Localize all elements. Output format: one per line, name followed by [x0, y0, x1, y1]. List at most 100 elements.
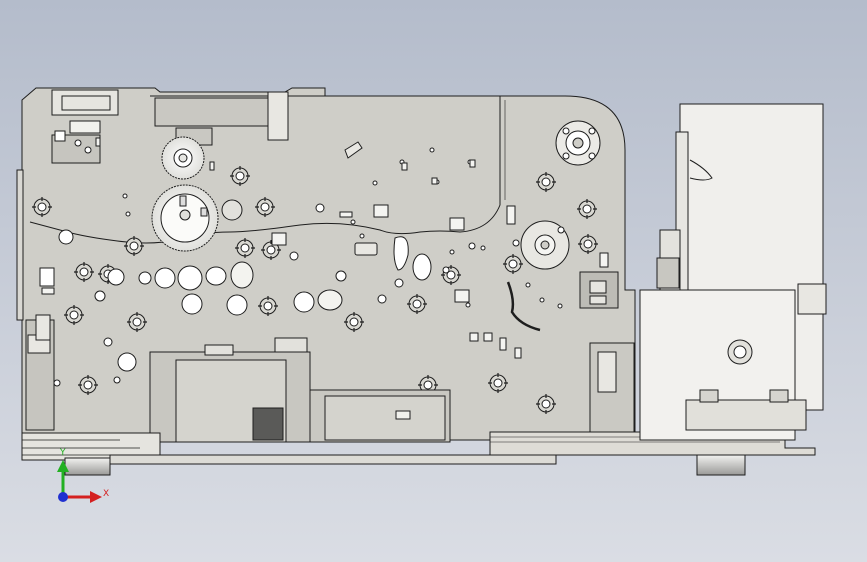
fastener-hole [423, 380, 433, 390]
fastener [127, 312, 147, 332]
hole [335, 270, 347, 282]
fastener-lugs [230, 166, 250, 186]
fastener-lugs [124, 236, 144, 256]
hole [289, 251, 299, 261]
slot [401, 162, 408, 171]
fastener-lugs [78, 375, 98, 395]
gears [151, 136, 570, 270]
fastener-lugs [74, 262, 94, 282]
fastener-lugs [503, 254, 523, 274]
slot [431, 177, 438, 185]
hole [442, 266, 450, 274]
slot [483, 332, 493, 342]
hole [138, 271, 152, 285]
slot [499, 337, 507, 351]
x-axis-arrowhead [90, 491, 102, 503]
slot [469, 159, 476, 168]
fastener-hole [263, 301, 273, 311]
fastener [578, 234, 598, 254]
hole [113, 376, 121, 384]
hole [58, 229, 74, 245]
slot [95, 137, 101, 147]
fastener-lugs [488, 373, 508, 393]
fastener-lugs [441, 265, 461, 285]
fastener-lugs [577, 199, 597, 219]
fastener-hole [583, 239, 593, 249]
slot [373, 204, 389, 218]
hole [103, 337, 113, 347]
fastener-lugs [258, 296, 278, 316]
hole [512, 239, 520, 247]
hole [539, 297, 545, 303]
fastener [230, 166, 250, 186]
fastener-hole [508, 259, 518, 269]
fastener-hole [37, 202, 47, 212]
fastener-lugs [32, 197, 52, 217]
fastener [32, 197, 52, 217]
fastener [503, 254, 523, 274]
fastener [78, 375, 98, 395]
hole [125, 211, 131, 217]
slot [599, 252, 609, 268]
fastener [536, 394, 556, 414]
fastener-hole [260, 202, 270, 212]
fastener [255, 197, 275, 217]
hole [94, 290, 106, 302]
fastener [536, 172, 556, 192]
left-foot [64, 457, 111, 476]
fastener-hole [83, 380, 93, 390]
hole [429, 147, 435, 153]
fastener [344, 312, 364, 332]
fastener-lugs [235, 238, 255, 258]
fastener-hole [69, 310, 79, 320]
fastener-hole [240, 243, 250, 253]
hole [557, 303, 563, 309]
hole [122, 193, 128, 199]
right-foot [696, 454, 746, 476]
fastener [64, 305, 84, 325]
fastener-hole [582, 204, 592, 214]
fastener-lugs [536, 172, 556, 192]
fastener-hole [541, 399, 551, 409]
hole [468, 242, 476, 250]
misc-features [39, 141, 619, 372]
fastener-lugs [536, 394, 556, 414]
fastener-lugs [261, 240, 281, 260]
fastener-hole [132, 317, 142, 327]
hole [377, 294, 387, 304]
fastener-hole [541, 177, 551, 187]
slot [449, 217, 465, 231]
fastener-lugs [344, 312, 364, 332]
fastener [124, 236, 144, 256]
slot [339, 211, 353, 218]
fastener-lugs [255, 197, 275, 217]
y-axis-arrowhead [57, 460, 69, 472]
slot [514, 347, 522, 359]
fastener-hole [349, 317, 359, 327]
fastener-hole [79, 267, 89, 277]
hole [315, 203, 325, 213]
slot [506, 205, 516, 225]
hole [394, 278, 404, 288]
right-module [639, 103, 827, 441]
fastener-lugs [407, 294, 427, 314]
hole [557, 226, 565, 234]
hole [480, 245, 486, 251]
fastener-lugs [64, 305, 84, 325]
x-axis-label: X [103, 489, 109, 499]
fastener [74, 262, 94, 282]
slot-group [41, 137, 767, 359]
hole [465, 302, 471, 308]
fastener [488, 373, 508, 393]
fastener-hole [493, 378, 503, 388]
fastener-hole [266, 245, 276, 255]
fastener-hole [412, 299, 422, 309]
hole [53, 379, 61, 387]
lower-tray [21, 337, 816, 465]
hole [350, 219, 356, 225]
coordinate-triad: X Y [57, 448, 109, 503]
fastener-hole [446, 270, 456, 280]
feet [64, 454, 746, 476]
